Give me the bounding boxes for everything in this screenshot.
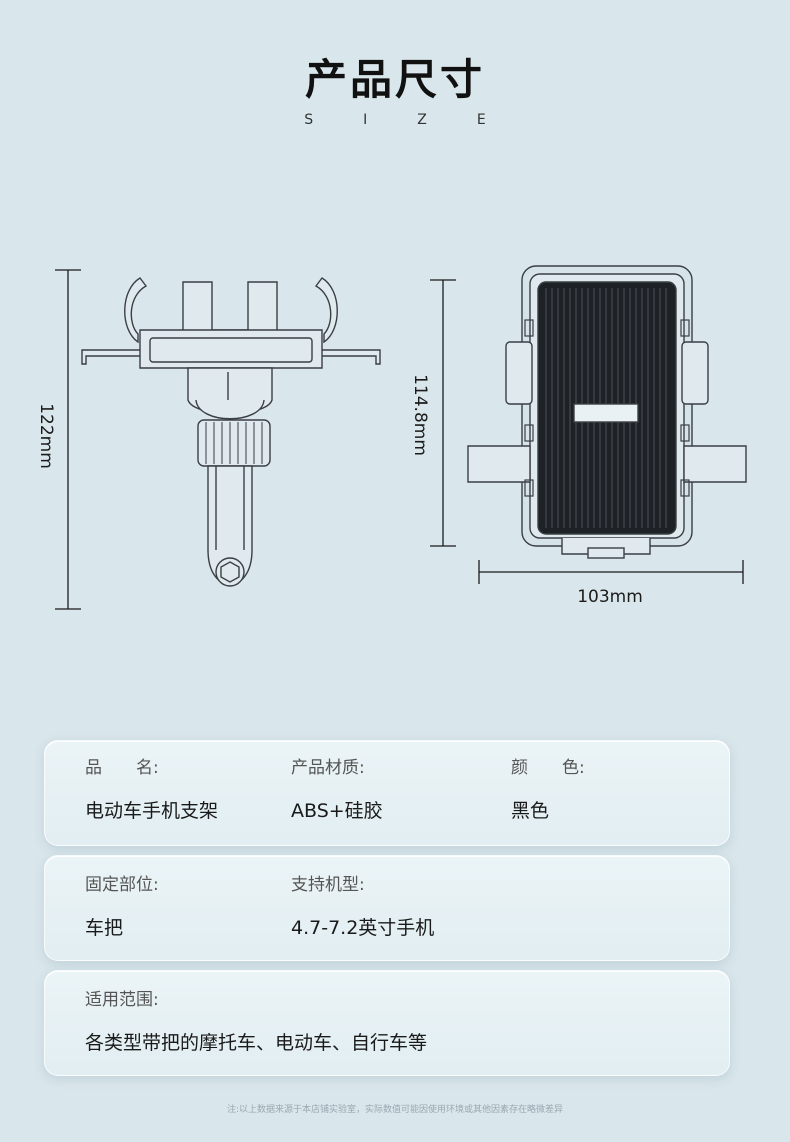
spec-value: 各类型带把的摩托车、电动车、自行车等 xyxy=(85,1032,428,1054)
spec-supported-models: 支持机型: 4.7-7.2英寸手机 xyxy=(291,874,434,940)
spec-card-basic: 品 名: 电动车手机支架 产品材质: ABS+硅胶 颜 色: 黑色 xyxy=(44,740,730,846)
spec-card-usage: 适用范围: 各类型带把的摩托车、电动车、自行车等 xyxy=(44,970,730,1076)
width-front-dimension: 103mm xyxy=(577,587,643,607)
spec-label: 品 名: xyxy=(85,758,159,778)
page-subtitle: SIZE xyxy=(304,112,536,128)
spec-material: 产品材质: ABS+硅胶 xyxy=(291,757,383,823)
side-view-illustration xyxy=(81,277,381,587)
spec-label: 支持机型: xyxy=(291,875,365,895)
spec-value: ABS+硅胶 xyxy=(291,800,383,822)
spec-mount-position: 固定部位: 车把 xyxy=(85,874,159,940)
spec-color: 颜 色: 黑色 xyxy=(511,757,585,823)
page-title: 产品尺寸 xyxy=(304,55,485,104)
spec-value: 4.7-7.2英寸手机 xyxy=(291,917,435,939)
spec-label: 产品材质: xyxy=(291,758,365,778)
height-front-dimension: 114.8mm xyxy=(410,374,430,456)
spec-label: 适用范围: xyxy=(85,990,159,1010)
spec-usage-scope: 适用范围: 各类型带把的摩托车、电动车、自行车等 xyxy=(85,989,427,1055)
height-side-dimension: 122mm xyxy=(36,403,56,469)
spec-label: 颜 色: xyxy=(511,758,585,778)
product-dimension-drawing: 122mm 114.8mm 103mm xyxy=(0,250,790,630)
spec-label: 固定部位: xyxy=(85,875,159,895)
spec-card-mounting: 固定部位: 车把 支持机型: 4.7-7.2英寸手机 xyxy=(44,855,730,961)
spec-value: 黑色 xyxy=(511,800,550,822)
spec-value: 车把 xyxy=(85,917,124,939)
dimension-lines-svg xyxy=(55,265,747,610)
spec-product-name: 品 名: 电动车手机支架 xyxy=(85,757,218,823)
spec-value: 电动车手机支架 xyxy=(85,800,219,822)
header: 产品尺寸 SIZE xyxy=(0,52,790,128)
front-view-illustration xyxy=(467,265,747,559)
footnote: 注:以上数据来源于本店铺实验室，实际数值可能因使用环境或其他因素存在略微差异 xyxy=(226,1105,564,1115)
